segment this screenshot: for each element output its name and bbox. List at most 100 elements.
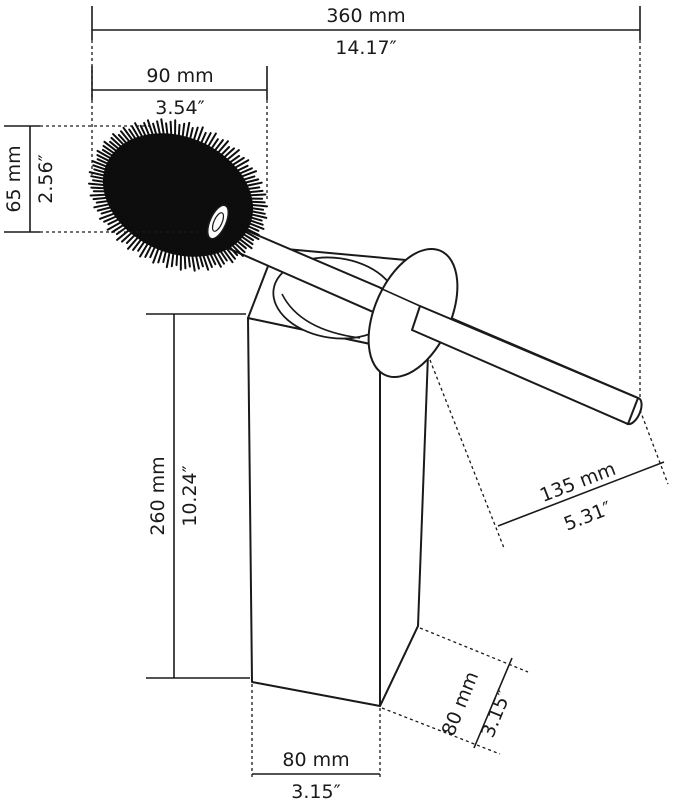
handle-rod-front: [411, 305, 639, 425]
bristle: [232, 229, 254, 246]
bristle: [230, 167, 253, 178]
bristle: [96, 158, 119, 169]
bristle: [96, 149, 121, 165]
brush-diameter-mm: 65 mm: [3, 145, 25, 212]
bristle: [211, 243, 225, 265]
bristle: [156, 120, 163, 144]
bristle: [184, 121, 191, 147]
bristle: [101, 148, 123, 163]
bristle: [89, 193, 117, 197]
bristle: [120, 130, 137, 151]
bristle: [240, 205, 264, 211]
holder-width-mm: 80 mm: [282, 749, 349, 771]
brush-diameter-inch: 2.56″: [35, 154, 57, 203]
bristle: [200, 132, 212, 153]
overall-length-mm: 360 mm: [326, 5, 405, 27]
bristle: [92, 179, 116, 185]
bristle: [165, 243, 172, 269]
bristle: [143, 122, 154, 145]
holder-base-lip: [251, 625, 419, 707]
holder-front-face: [247, 317, 381, 707]
dim-holder-height: 260 mm 10.24″: [146, 313, 250, 679]
bristle: [228, 164, 249, 176]
bristle: [103, 212, 126, 223]
bristle: [240, 203, 268, 208]
bristle: [93, 201, 120, 209]
bristle: [149, 239, 159, 259]
bristle: [96, 204, 121, 212]
bristle: [144, 237, 156, 258]
bristle: [88, 171, 116, 179]
bristle: [103, 140, 126, 159]
bristle: [146, 119, 157, 144]
bristle: [127, 230, 144, 250]
holder-height-inch: 10.24″: [179, 465, 201, 527]
bristle: [240, 200, 266, 204]
bristle: [202, 245, 213, 268]
bristle: [226, 159, 250, 173]
bristle: [109, 140, 128, 157]
bristle: [88, 182, 116, 187]
bristle: [239, 216, 264, 226]
bristle: [132, 232, 147, 251]
bristle: [217, 147, 235, 164]
bristle: [152, 240, 163, 264]
bristle: [234, 175, 256, 184]
bristle: [208, 244, 222, 268]
bristle: [122, 126, 140, 149]
handle-length-inch: 5.31″: [561, 497, 615, 535]
bristle: [240, 211, 268, 219]
bristle: [196, 246, 204, 268]
bristle: [128, 128, 142, 148]
dim-brush-diameter: 65 mm 2.56″: [3, 125, 200, 233]
bristle: [152, 122, 160, 144]
bristle: [189, 246, 196, 272]
brush-length-mm: 90 mm: [146, 65, 213, 87]
bristle: [197, 131, 207, 151]
bristle: [137, 234, 150, 252]
bristle: [92, 195, 118, 201]
bristle: [226, 235, 246, 254]
bristle: [111, 219, 132, 234]
bristle: [232, 170, 257, 181]
holder-depth-mm: 80 mm: [438, 668, 484, 739]
bristle: [219, 239, 236, 260]
bristle: [237, 221, 260, 232]
bristle: [95, 198, 119, 204]
bristle: [187, 127, 194, 148]
bristle: [90, 175, 116, 182]
bristle: [165, 122, 170, 144]
bristle: [212, 140, 229, 160]
bristle: [237, 186, 261, 192]
bristle: [99, 209, 124, 220]
bristle: [221, 238, 239, 257]
bristle: [239, 193, 267, 197]
bristle: [206, 138, 219, 156]
bristle: [238, 189, 264, 195]
bristle: [180, 122, 186, 146]
bristle: [91, 160, 118, 172]
bristle: [235, 225, 260, 241]
bristle: [236, 223, 260, 236]
bristle: [230, 231, 253, 250]
bristle: [112, 133, 132, 153]
bristle: [134, 122, 148, 146]
bristle: [162, 242, 169, 263]
bristle: [117, 133, 135, 152]
holder-height-mm: 260 mm: [147, 456, 169, 535]
brush-bristles: [88, 118, 268, 272]
bristle: [224, 156, 245, 171]
brush-handle: [213, 219, 643, 426]
bristle: [186, 246, 191, 268]
bristle: [107, 214, 128, 226]
bristle: [235, 178, 260, 186]
bristle: [199, 246, 210, 271]
bristle: [240, 213, 263, 222]
bristle: [177, 123, 181, 145]
bristle: [102, 144, 124, 161]
brush-length-inch: 3.54″: [155, 97, 204, 119]
dim-brush-length: 90 mm 3.54″: [91, 65, 268, 200]
bristle: [139, 124, 151, 146]
bristle: [214, 146, 231, 162]
bristle: [236, 181, 263, 189]
